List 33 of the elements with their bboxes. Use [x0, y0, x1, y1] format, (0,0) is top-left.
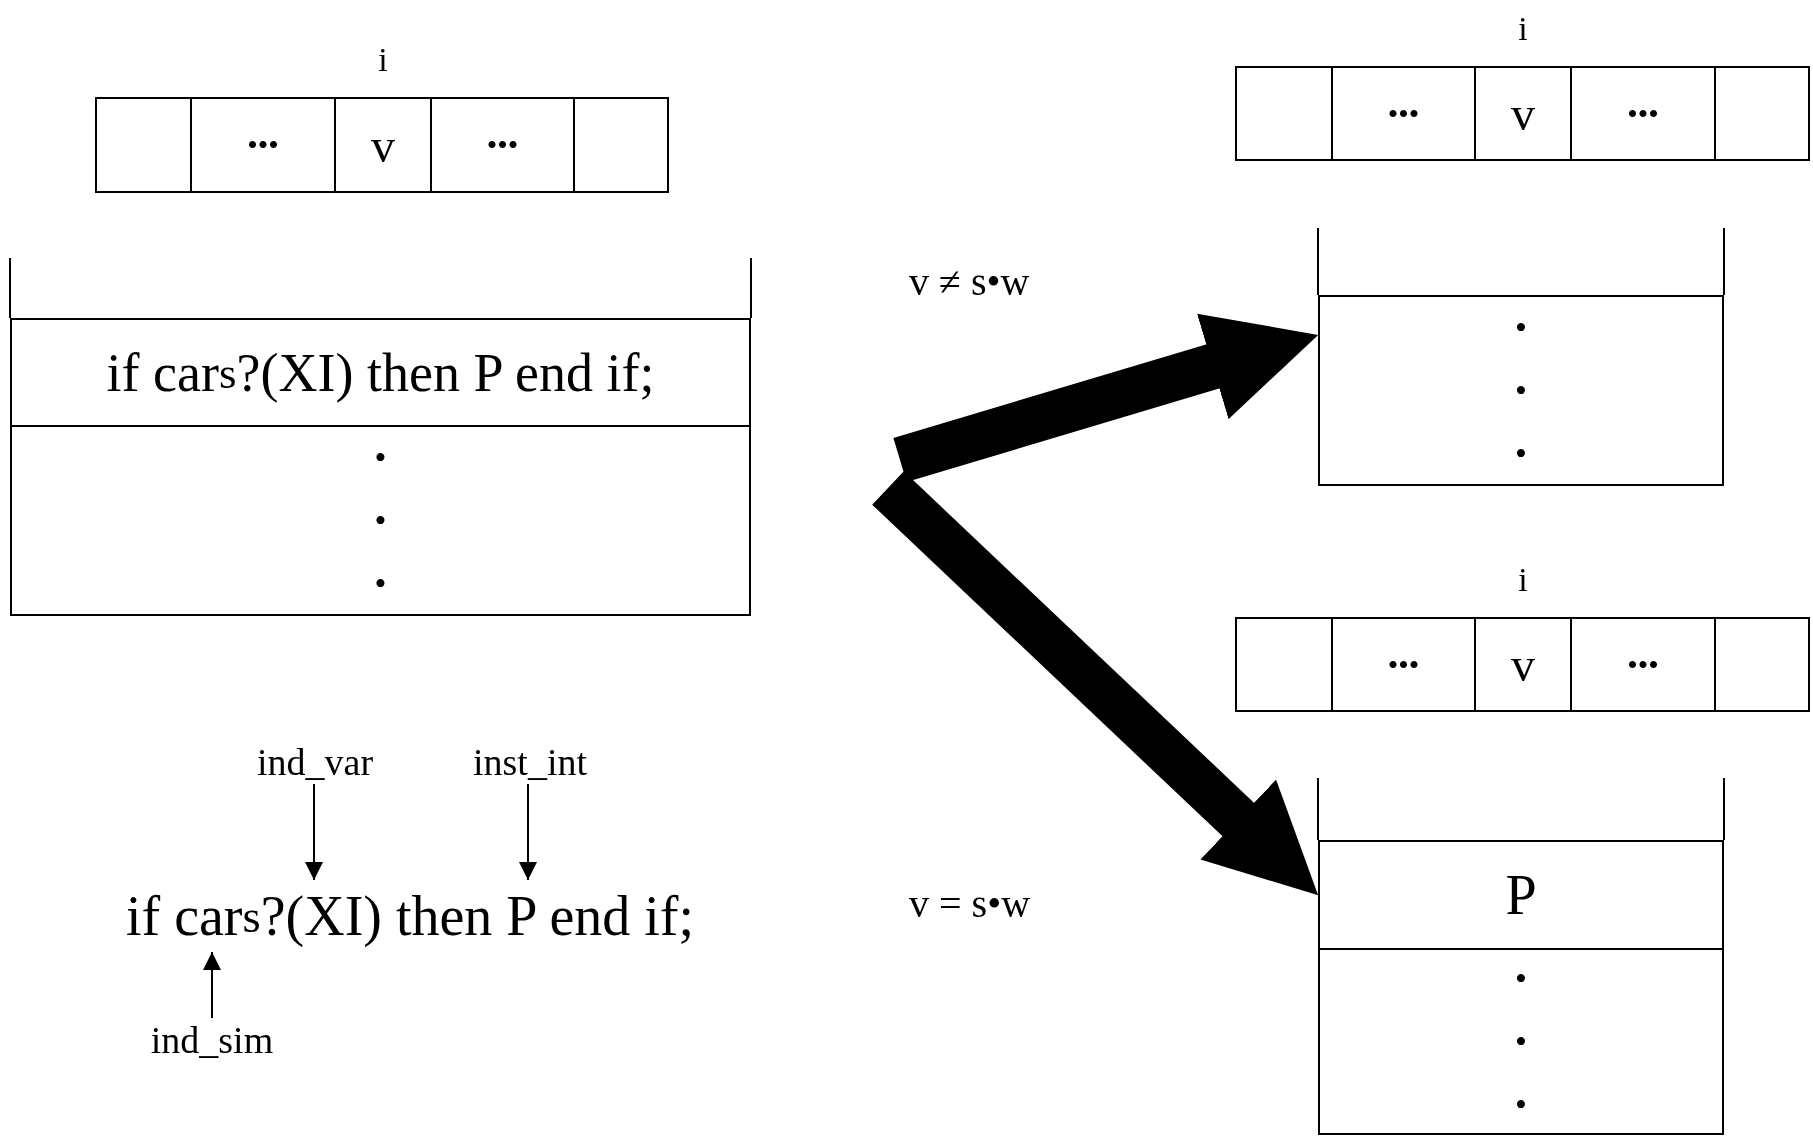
- array-cell: •••: [1331, 66, 1476, 161]
- array-cell: v: [1474, 617, 1572, 712]
- stack-entry: P: [1318, 840, 1724, 950]
- empty-array-cell: [573, 97, 669, 193]
- ellipsis-dots: • • •: [1514, 308, 1528, 474]
- array-cell: v: [334, 97, 432, 193]
- empty-array-cell: [1235, 617, 1333, 712]
- empty-array-cell: [1714, 617, 1810, 712]
- thick-arrow: [872, 471, 1319, 896]
- array-cell: •••: [190, 97, 336, 193]
- ellipsis-dots: • • •: [1514, 959, 1528, 1125]
- leader-arrow: [519, 783, 537, 881]
- stack-entry: [10, 425, 751, 616]
- index-label: i: [1517, 10, 1529, 48]
- array-cell: v: [1474, 66, 1572, 161]
- annotation-text: ind_var: [240, 740, 390, 784]
- array-cell: •••: [1570, 66, 1716, 161]
- empty-array-cell: [1235, 66, 1333, 161]
- annotation-text: inst_int: [455, 740, 605, 784]
- ellipsis-dots: • • •: [373, 438, 388, 604]
- annotation-text: ind_sim: [137, 1018, 287, 1062]
- stack-entry: [1318, 295, 1724, 486]
- stack-entry: [1318, 948, 1724, 1135]
- thick-arrow: [893, 313, 1319, 483]
- index-label: i: [377, 41, 389, 79]
- index-label: i: [1517, 561, 1529, 599]
- array-cell: •••: [1331, 617, 1476, 712]
- leader-arrow: [203, 951, 221, 1019]
- array-cell: •••: [1570, 617, 1716, 712]
- leader-arrow: [305, 783, 323, 881]
- empty-array-cell: [95, 97, 192, 193]
- array-cell: •••: [430, 97, 575, 193]
- empty-array-cell: [1714, 66, 1810, 161]
